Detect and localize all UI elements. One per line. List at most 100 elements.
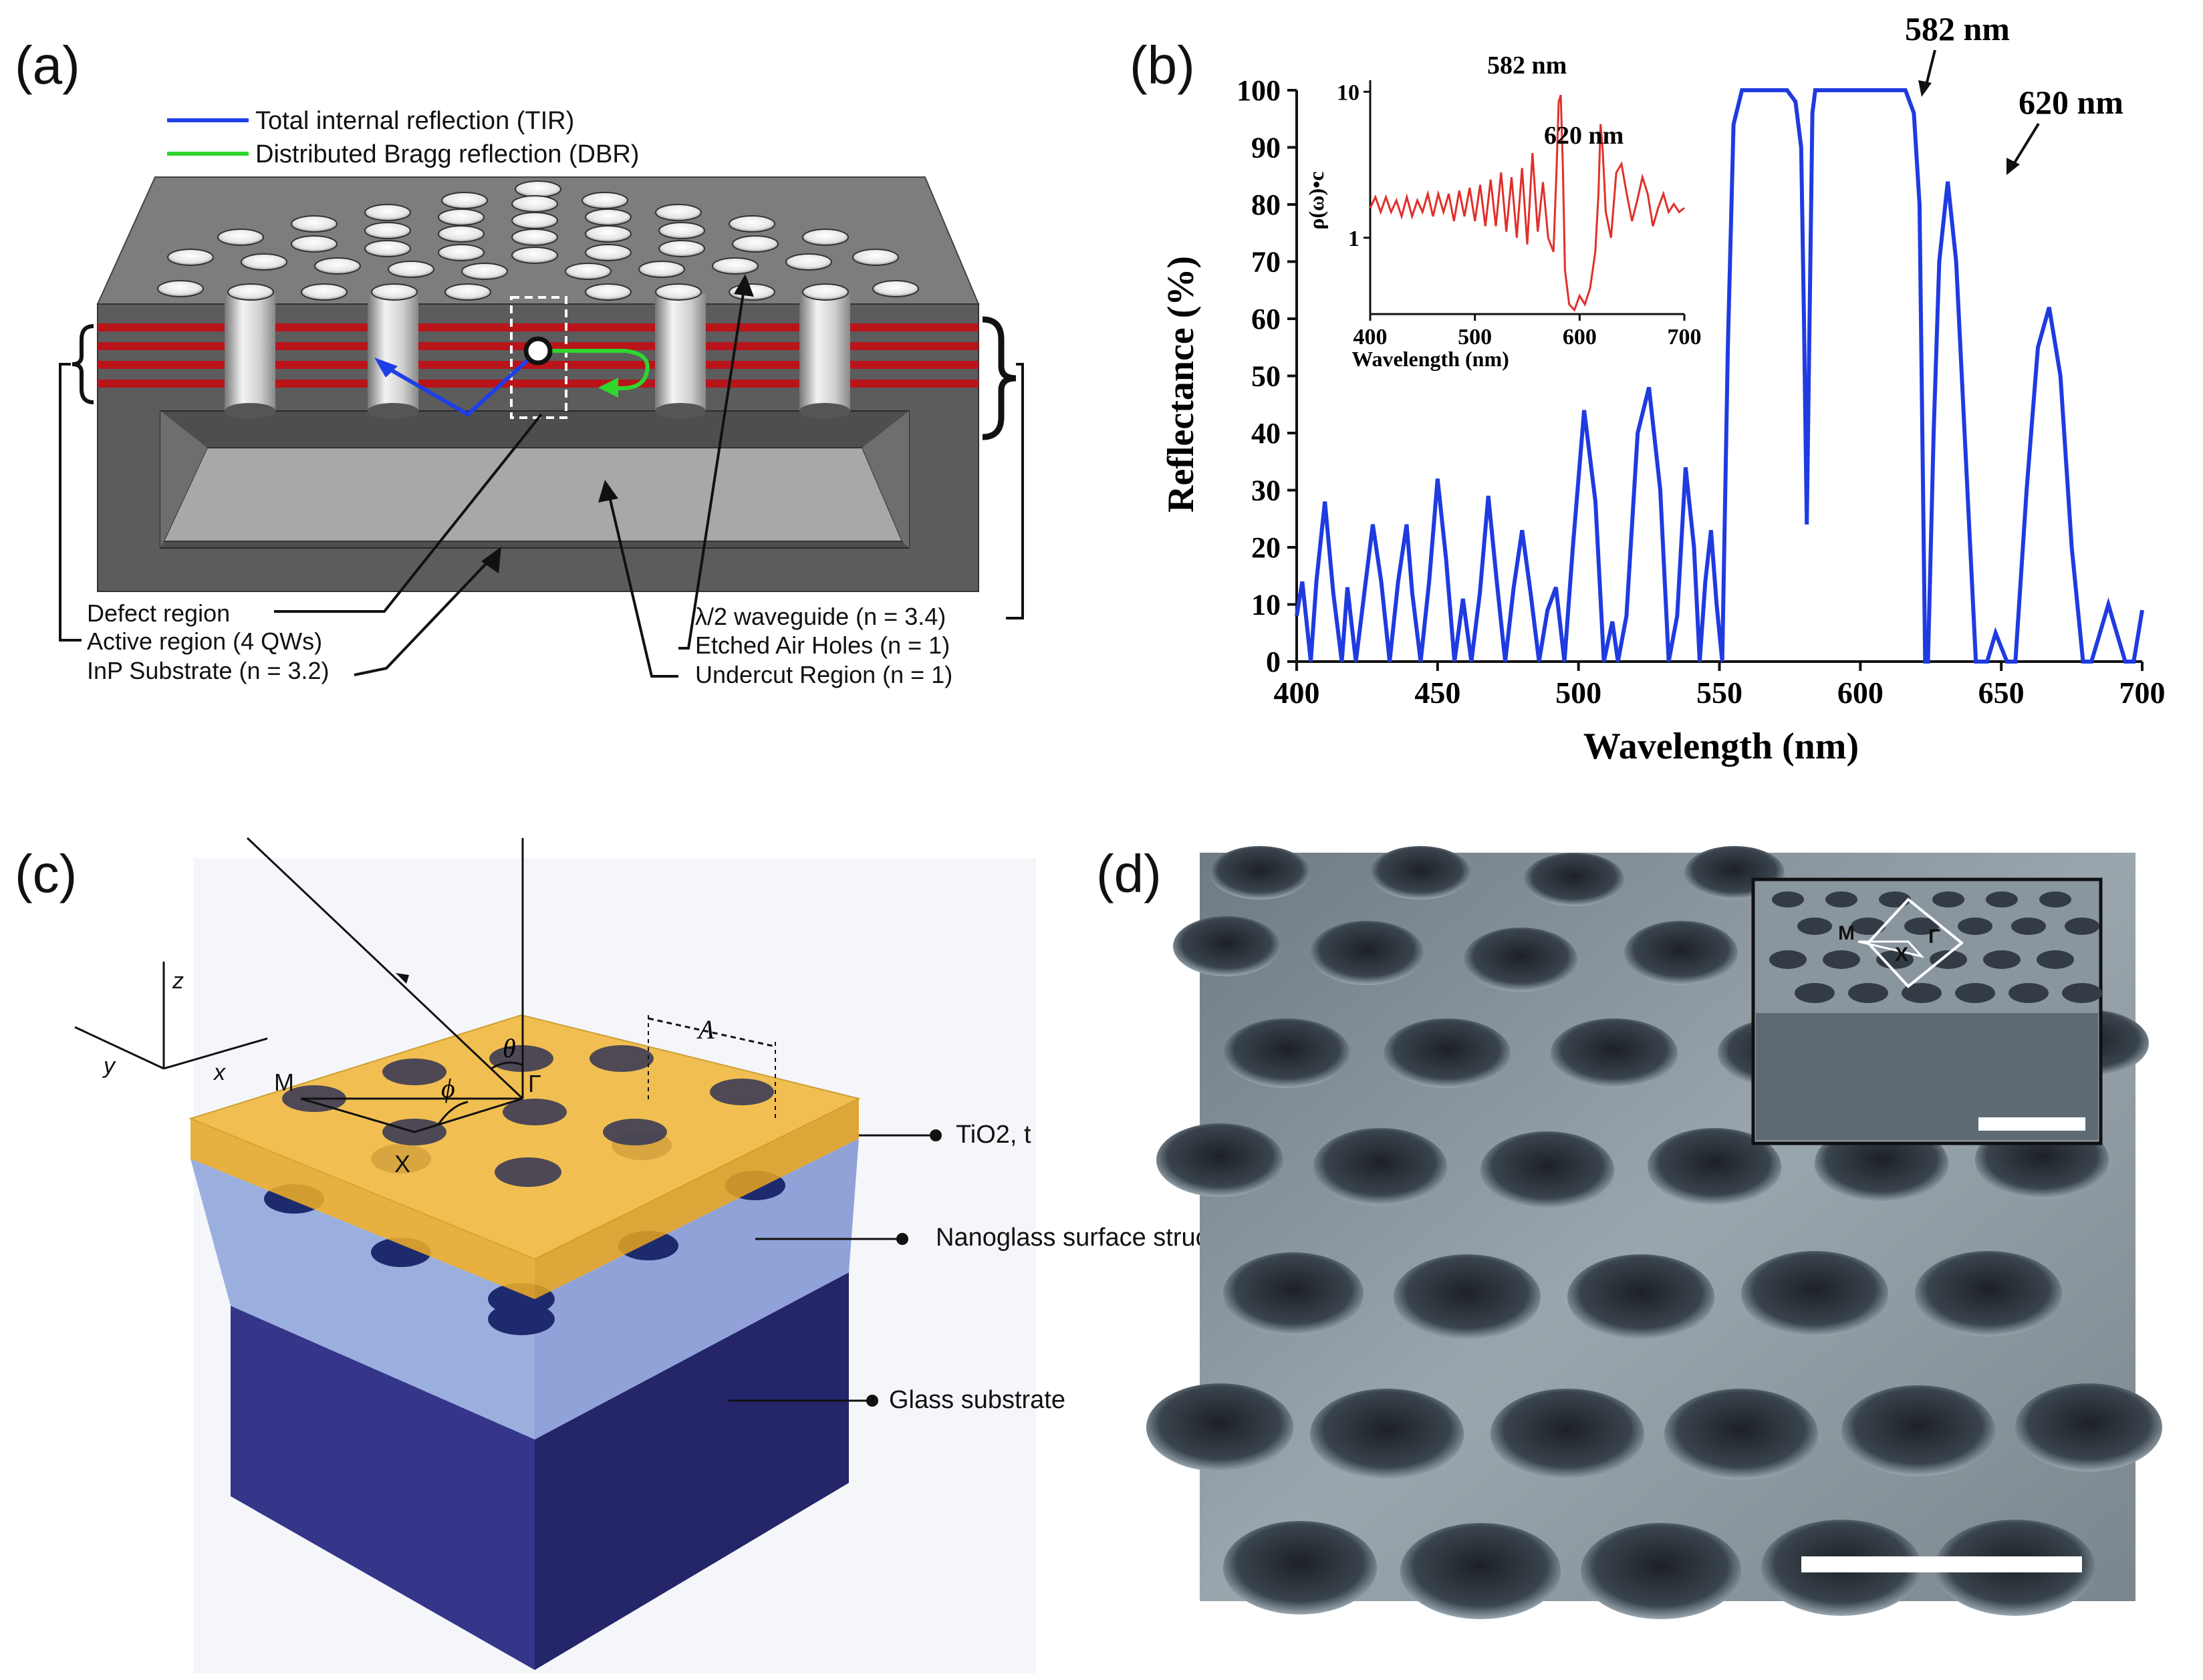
glass-substrate-side: [535, 1272, 849, 1670]
inset-x-tick-label: 500: [1458, 325, 1492, 349]
y-tick-label: 70: [1251, 246, 1281, 279]
layer-nanoglass: Nanoglass surface structure: [936, 1224, 1252, 1252]
x-tick-label: 450: [1414, 676, 1460, 710]
dot-tio2: [930, 1129, 942, 1141]
inset-x-tick-label: 700: [1668, 325, 1702, 349]
axis-z: z: [172, 968, 184, 994]
panel-b-label: (b): [1130, 35, 1195, 95]
peak-label-582: 582 nm: [1905, 10, 2010, 47]
inset-point-x: X: [1895, 944, 1908, 966]
left-leaders: [59, 363, 543, 676]
dos-series: [1369, 94, 1685, 312]
panel-c-label: (c): [15, 844, 78, 903]
y-tick-label: 10: [1251, 589, 1281, 621]
point-x: X: [394, 1150, 410, 1177]
arrow-undercut: [598, 480, 618, 503]
incident-ray-oblique: [246, 837, 524, 1100]
undercut-right-wall: [862, 411, 909, 548]
annot-defect-region: Defect region: [87, 599, 230, 627]
x-tick-label: 700: [2119, 676, 2166, 710]
x-tick-label: 550: [1696, 676, 1742, 710]
inset-peak-582: 582 nm: [1487, 51, 1567, 80]
peak-arrowhead-582: [1918, 80, 1932, 97]
coordinate-axes: [74, 962, 268, 1070]
sem-image: M X Γ: [1146, 846, 2162, 1619]
inset-x-tick-label: 600: [1563, 325, 1597, 349]
inset-plot-area: [1370, 80, 1684, 314]
y-tick-label: 60: [1251, 303, 1281, 335]
y-tick-label: 80: [1251, 188, 1281, 221]
panel-c-diagram: θ ϕ M X Γ z y x Λ TiO2, t Nanoglass surf…: [74, 837, 1252, 1673]
period-label: Λ: [696, 1014, 715, 1044]
nanoglass-side: [535, 1139, 859, 1439]
undercut-floor: [162, 447, 904, 542]
defect-point: [523, 336, 553, 366]
nanoglass-front: [190, 1159, 535, 1439]
right-brace: [982, 316, 1017, 440]
tio2-front-edge: [190, 1119, 535, 1299]
inset-ylabel: ρ(ω)•c: [1304, 171, 1328, 229]
inset-brillouin-hexagon: [1866, 897, 1964, 988]
tir-ray: [380, 349, 540, 417]
ray-arrowhead: [396, 973, 409, 984]
sem-scale-bar: [1801, 1556, 2082, 1572]
inset-brillouin-path: [1857, 940, 1925, 958]
peak-label-620: 620 nm: [2019, 84, 2123, 121]
phi-label: ϕ: [441, 1073, 455, 1103]
axis-x: x: [213, 1060, 226, 1085]
annot-air-holes: Etched Air Holes (n = 1): [695, 632, 950, 659]
x-tick-label: 400: [1274, 676, 1320, 710]
theta-label: θ: [503, 1033, 516, 1063]
x-axis-label: Wavelength (nm): [1583, 726, 1859, 767]
phi-arc: [436, 1101, 469, 1126]
dot-nanoglass: [896, 1233, 908, 1245]
etched-cylinders: [225, 294, 850, 419]
undercut-left-wall: [160, 411, 207, 548]
annot-waveguide: λ/2 waveguide (n = 3.4): [695, 603, 946, 630]
legend-tir-text: Total internal reflection (TIR): [255, 107, 574, 135]
inset-point-gamma: Γ: [1928, 926, 1940, 948]
arrow-air-holes: [734, 274, 754, 297]
legend-dbr-text: Distributed Bragg reflection (DBR): [255, 140, 639, 168]
dot-glass: [866, 1395, 878, 1407]
y-tick-label: 40: [1251, 417, 1281, 450]
left-brace: [72, 324, 94, 404]
dbr-arrowhead: [598, 378, 618, 398]
y-tick-label: 50: [1251, 360, 1281, 393]
inset-y-tick-label: 10: [1337, 80, 1359, 105]
arrow-substrate: [481, 547, 501, 573]
inset-xlabel: Wavelength (nm): [1351, 347, 1509, 371]
point-gamma: Γ: [528, 1070, 541, 1097]
panel-d-label: (d): [1096, 844, 1162, 903]
layer-leaders: [729, 1134, 932, 1402]
annot-inp-substrate: InP Substrate (n = 3.2): [87, 657, 330, 684]
inset-peak-620: 620 nm: [1544, 122, 1624, 150]
inset-y-tick-label: 1: [1348, 227, 1359, 251]
layer-tio2: TiO2, t: [956, 1121, 1031, 1149]
glass-substrate-front: [231, 1306, 535, 1670]
y-tick-label: 20: [1251, 531, 1281, 564]
sem-inset: M X Γ: [1751, 877, 2103, 1145]
layer-glass: Glass substrate: [889, 1386, 1065, 1414]
theta-arc: [491, 1061, 523, 1070]
y-tick-label: 30: [1251, 474, 1281, 507]
point-m: M: [274, 1069, 294, 1096]
top-air-holes: [157, 180, 919, 301]
peak-arrow-620: [2011, 122, 2040, 168]
y-tick-label: 0: [1266, 646, 1281, 678]
inset-point-m: M: [1838, 922, 1855, 944]
panel-a-label: (a): [15, 35, 80, 95]
panel-a-diagram: Total internal reflection (TIR) Distribu…: [59, 107, 1024, 688]
y-axis-label: Reflectance (%): [1160, 256, 1202, 513]
peak-arrowhead-620: [2006, 158, 2020, 175]
period-marker: [648, 1017, 776, 1048]
brillouin-path: [300, 1097, 523, 1133]
x-tick-label: 600: [1837, 676, 1884, 710]
x-tick-label: 500: [1555, 676, 1601, 710]
reflectance-series: [1295, 88, 2144, 664]
x-tick-label: 650: [1978, 676, 2025, 710]
y-tick-label: 100: [1237, 74, 1281, 107]
annot-undercut: Undercut Region (n = 1): [695, 661, 952, 688]
inset-scale-bar: [1978, 1117, 2085, 1131]
dbr-ray: [538, 349, 650, 390]
